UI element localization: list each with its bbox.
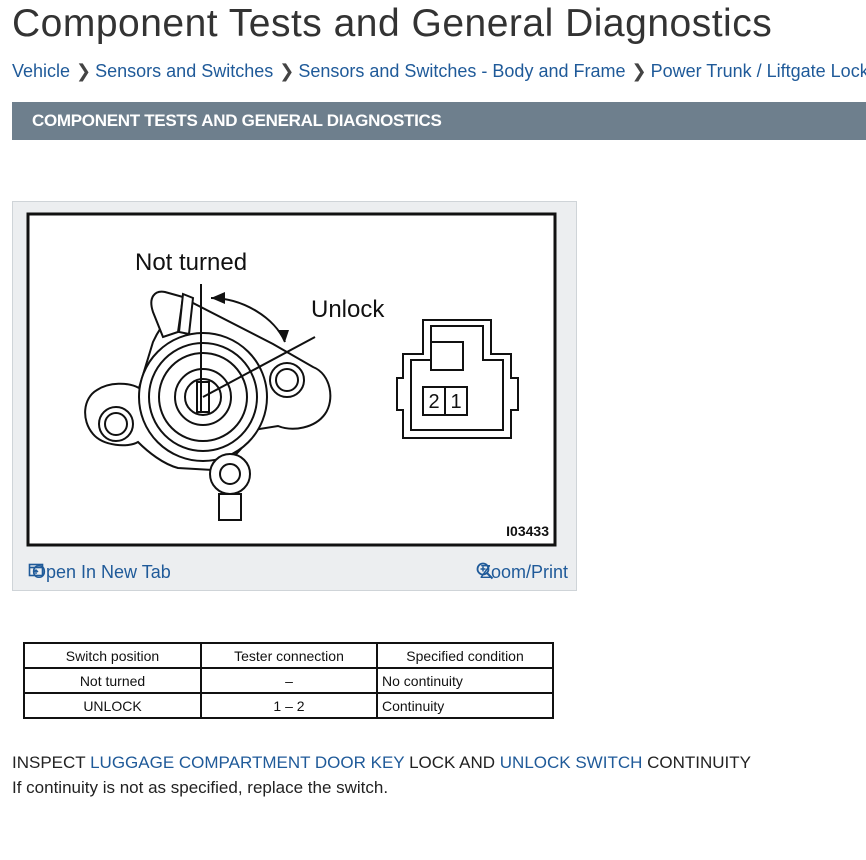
luggage-door-key-link[interactable]: LUGGAGE COMPARTMENT DOOR KEY (90, 753, 405, 772)
open-new-tab-label: Open In New Tab (32, 562, 171, 582)
breadcrumb-vehicle[interactable]: Vehicle (12, 61, 71, 81)
unlock-label: Unlock (311, 296, 385, 323)
table-row: Not turned – No continuity (23, 667, 554, 694)
table-cell: UNLOCK (23, 692, 202, 719)
figure-actions: Open In New Tab Zoom/Print (13, 558, 576, 590)
inspect-middle: LOCK AND (404, 753, 500, 772)
inspect-instruction: INSPECT LUGGAGE COMPARTMENT DOOR KEY LOC… (12, 753, 751, 773)
breadcrumb-liftgate-lock[interactable]: Power Trunk / Liftgate Lock Sw (650, 61, 866, 81)
section-banner: COMPONENT TESTS AND GENERAL DIAGNOSTICS (12, 102, 866, 140)
breadcrumb-body-frame[interactable]: Sensors and Switches - Body and Frame (298, 61, 626, 81)
page-title: Component Tests and General Diagnostics (12, 2, 773, 45)
table-cell: 1 – 2 (200, 692, 378, 719)
chevron-right-icon: ❯ (631, 61, 647, 81)
zoom-print-button[interactable]: Zoom/Print (476, 562, 568, 583)
unlock-switch-link[interactable]: UNLOCK SWITCH (499, 753, 643, 772)
table-cell: Not turned (23, 667, 202, 694)
continuity-table: Switch position Tester connection Specif… (23, 642, 554, 719)
section-banner-title: COMPONENT TESTS AND GENERAL DIAGNOSTICS (32, 111, 442, 130)
table-cell: Continuity (376, 692, 554, 719)
connector-pin-2: 2 (428, 391, 439, 413)
replace-note: If continuity is not as specified, repla… (12, 778, 389, 797)
inspect-suffix: CONTINUITY (642, 753, 751, 772)
breadcrumb: Vehicle❯Sensors and Switches❯Sensors and… (12, 61, 866, 82)
table-row: UNLOCK 1 – 2 Continuity (23, 692, 554, 719)
table-cell: No continuity (376, 667, 554, 694)
zoom-print-label: Zoom/Print (479, 562, 568, 582)
table-header: Specified condition (376, 642, 554, 669)
not-turned-label: Not turned (135, 249, 247, 276)
open-new-tab-button[interactable]: Open In New Tab (28, 562, 171, 583)
inspect-prefix: INSPECT (12, 753, 91, 772)
chevron-right-icon: ❯ (76, 61, 92, 81)
connector (396, 319, 519, 439)
table-header-row: Switch position Tester connection Specif… (23, 642, 554, 669)
figure-code: I03433 (506, 523, 549, 539)
connector-pin-1: 1 (450, 391, 461, 413)
table-cell: – (200, 667, 378, 694)
switch-diagram[interactable]: Not turned Unlock 2 1 I03433 (13, 202, 576, 557)
diagram-figure: Not turned Unlock 2 1 I03433 Open In New… (12, 201, 577, 591)
chevron-right-icon: ❯ (279, 61, 295, 81)
breadcrumb-sensors-switches[interactable]: Sensors and Switches (95, 61, 274, 81)
table-header: Tester connection (200, 642, 378, 669)
table-header: Switch position (23, 642, 202, 669)
